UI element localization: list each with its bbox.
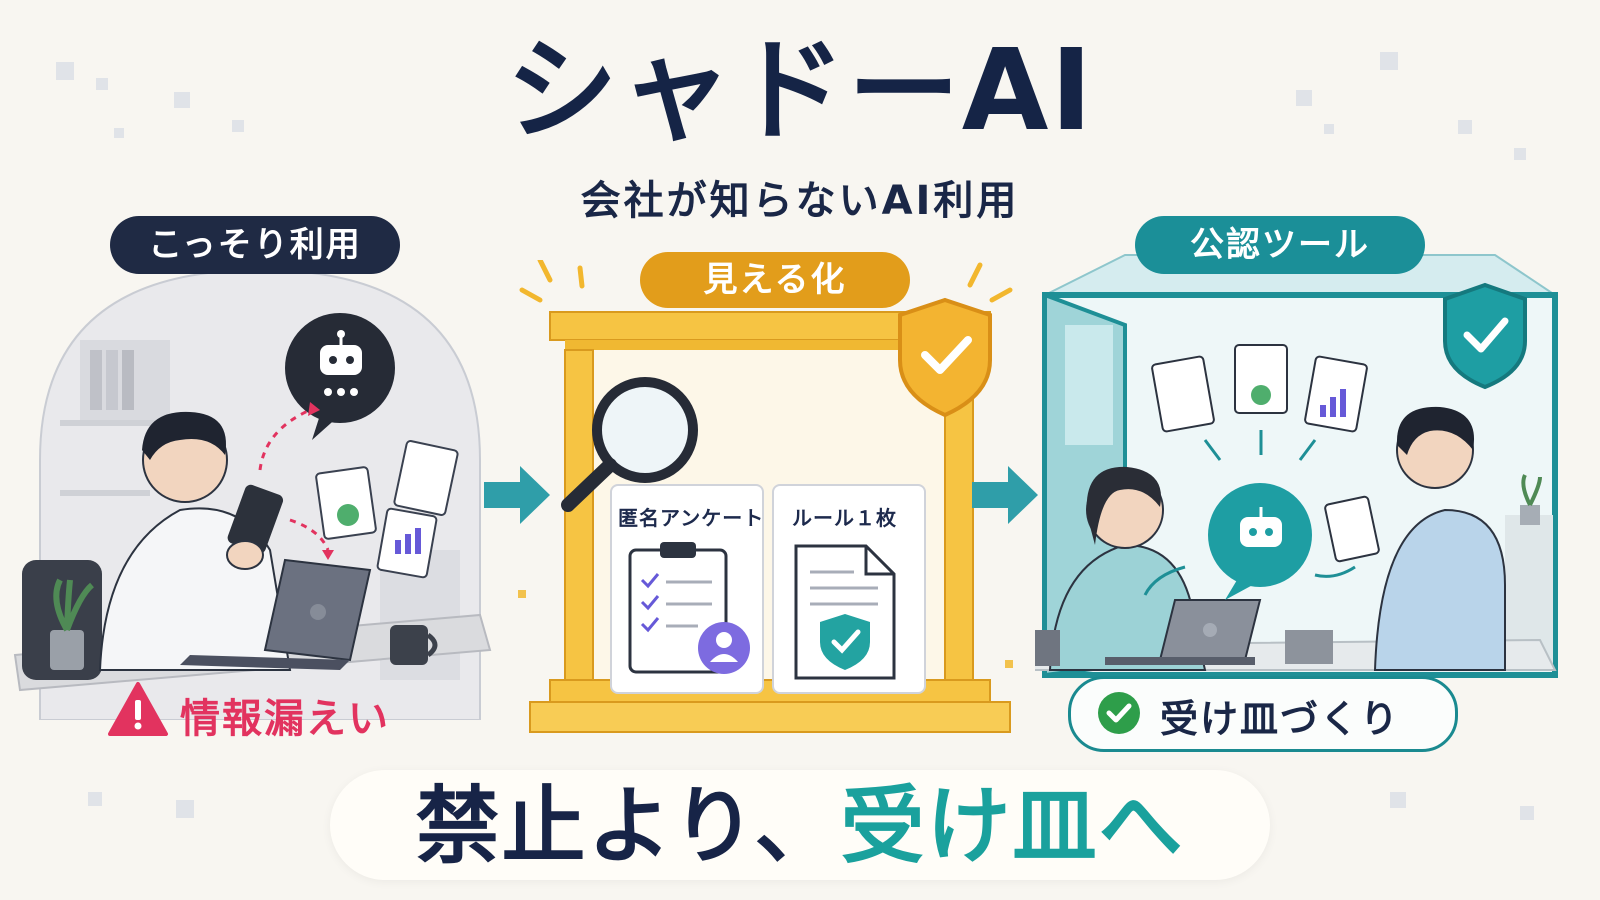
check-circle-icon xyxy=(1098,692,1140,734)
decor-pixel xyxy=(232,120,244,132)
decor-pixel xyxy=(88,792,102,806)
decor-pixel xyxy=(1324,124,1334,134)
badge xyxy=(1068,676,1458,752)
decor-pixel xyxy=(114,128,124,138)
decor-pixel xyxy=(1514,148,1526,160)
arrow-right-icon xyxy=(972,466,1038,524)
left-scene xyxy=(13,268,492,720)
warning-icon xyxy=(108,682,168,736)
arrow-right-icon xyxy=(484,466,550,524)
decor-pixel xyxy=(1390,792,1406,808)
clipboard-icon xyxy=(628,542,750,674)
panel-middle-label: 見える化 xyxy=(640,252,910,308)
right-scene xyxy=(1035,254,1559,678)
rule-card-title: ルール１枚 xyxy=(792,506,897,530)
banner-part2: 受け皿へ xyxy=(840,777,1185,875)
decor-pixel xyxy=(96,78,108,90)
decor-pixel xyxy=(1380,52,1398,70)
survey-card-title: 匿名アンケート xyxy=(618,506,765,530)
decor-pixel xyxy=(1520,806,1534,820)
badge-label: 受け皿づくり xyxy=(1160,697,1401,741)
decor-pixel xyxy=(174,92,190,108)
decor-pixel xyxy=(56,62,74,80)
bottom-banner-text: 禁止より、受け皿へ xyxy=(330,778,1270,874)
panel-right-label: 公認ツール xyxy=(1135,216,1425,274)
page-subtitle: 会社が知らないAI利用 xyxy=(580,178,1020,224)
panel-left-label: こっそり利用 xyxy=(110,216,400,274)
bottom-banner xyxy=(330,770,1270,880)
page-title: シャドーAI xyxy=(505,26,1095,156)
warning-label: 情報漏えい xyxy=(180,696,390,742)
banner-part1: 禁止より、 xyxy=(415,777,841,875)
decor-pixel xyxy=(176,800,194,818)
decor-pixel xyxy=(1458,120,1472,134)
decor-pixel xyxy=(1296,90,1312,106)
rule-document-icon xyxy=(794,544,896,680)
middle-scene xyxy=(518,260,1013,733)
